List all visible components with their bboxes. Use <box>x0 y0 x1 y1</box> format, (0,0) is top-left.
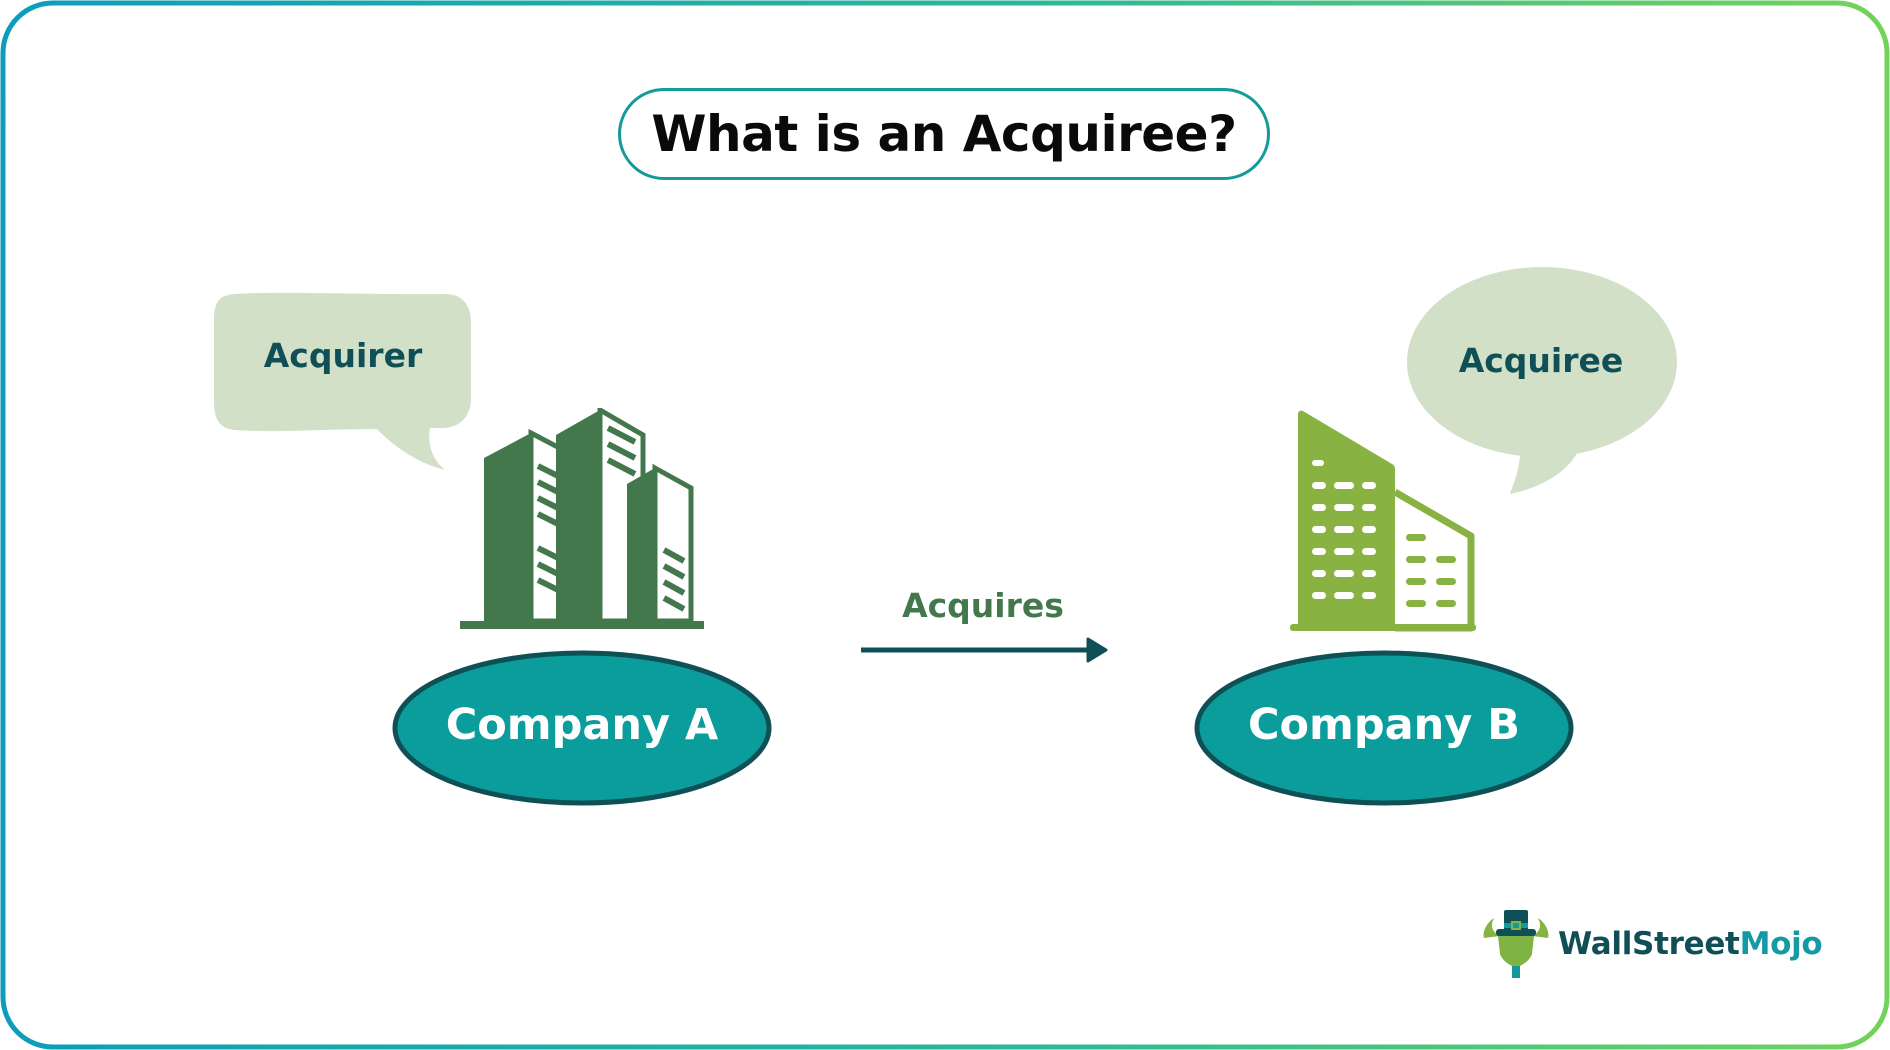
acquiree-speech-bubble <box>1407 267 1677 494</box>
page-title: What is an Acquiree? <box>651 105 1237 163</box>
acquirer-speech-bubble <box>214 292 471 470</box>
brand-name-part1: WallStreet <box>1558 926 1740 962</box>
company-a-label: Company A <box>445 700 719 750</box>
office-towers-icon <box>460 408 704 629</box>
brand-name: WallStreetMojo <box>1558 926 1823 962</box>
brand-name-part2: Mojo <box>1739 926 1823 962</box>
title-pill: What is an Acquiree? <box>618 88 1270 180</box>
acquires-label: Acquires <box>902 586 1064 625</box>
company-a-node <box>392 650 772 806</box>
acquirer-label: Acquirer <box>263 336 423 375</box>
acquiree-label: Acquiree <box>1458 341 1624 380</box>
company-b-node <box>1194 650 1574 806</box>
company-b-label: Company B <box>1247 700 1521 750</box>
brand-logo: WallStreetMojo <box>1480 908 1823 980</box>
arrow-right-icon <box>861 637 1108 663</box>
bull-top-hat-icon <box>1483 910 1549 978</box>
office-building-icon <box>1290 410 1476 632</box>
